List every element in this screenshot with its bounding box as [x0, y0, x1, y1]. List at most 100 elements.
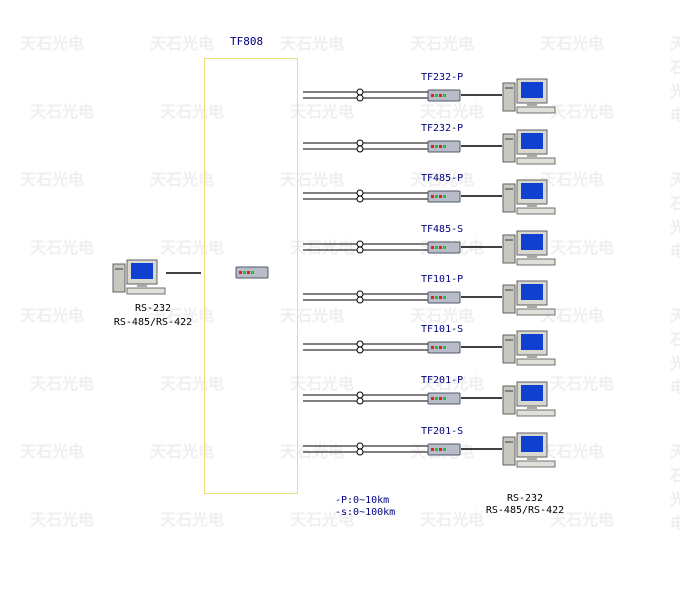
led-green	[443, 296, 446, 299]
led-red	[439, 346, 442, 349]
led-red	[239, 271, 242, 274]
computer-tower	[112, 263, 126, 293]
monitor-screen	[521, 284, 543, 300]
drive-bay	[505, 441, 513, 443]
remote-converter-icon	[427, 89, 461, 102]
drive-bay	[505, 138, 513, 140]
led-red	[439, 195, 442, 198]
link-label: TF232-P	[421, 72, 464, 83]
fiber-connector-icon	[356, 145, 364, 153]
computer-tower	[502, 284, 516, 314]
link-label: TF201-S	[421, 426, 464, 437]
drive-bay	[505, 289, 513, 291]
remote-computer-icon	[502, 129, 556, 165]
led-green	[443, 448, 446, 451]
led-green	[243, 271, 246, 274]
left-station-line2: RS-485/RS-422	[113, 317, 193, 328]
monitor-screen	[521, 183, 543, 199]
monitor-stand	[527, 154, 537, 157]
fiber-connector-icon	[356, 340, 364, 348]
led-green	[443, 145, 446, 148]
led-red	[439, 145, 442, 148]
led-green	[443, 94, 446, 97]
link-label: TF101-S	[421, 324, 464, 335]
right-station-label: RS-232 RS-485/RS-422	[480, 493, 570, 517]
fiber-connector-icon	[356, 391, 364, 399]
monitor-stand	[527, 255, 537, 258]
monitor-screen	[131, 263, 153, 279]
monitor-screen	[521, 385, 543, 401]
remote-computer-icon	[502, 432, 556, 468]
fiber-connector-icon	[356, 189, 364, 197]
monitor-screen	[521, 234, 543, 250]
led-red	[431, 397, 434, 400]
keyboard	[516, 460, 556, 468]
keyboard	[516, 409, 556, 417]
right-station-line2: RS-485/RS-422	[485, 505, 565, 516]
hub-title: TF808	[230, 35, 264, 48]
fiber-connector-icon	[356, 240, 364, 248]
led-red	[247, 271, 250, 274]
remote-converter-icon	[427, 190, 461, 203]
link-label: TF201-P	[421, 375, 464, 386]
remote-computer-icon	[502, 280, 556, 316]
keyboard	[516, 106, 556, 114]
led-red	[431, 346, 434, 349]
monitor-stand	[527, 204, 537, 207]
computer-tower	[502, 82, 516, 112]
led-green	[443, 397, 446, 400]
right-station-line1: RS-232	[506, 493, 544, 504]
left-station-line1: RS-232	[134, 303, 172, 314]
keyboard	[516, 308, 556, 316]
led-green	[435, 195, 438, 198]
legend-line2: -s:0~100km	[335, 507, 396, 518]
hub-enclosure	[204, 58, 298, 494]
keyboard	[126, 287, 166, 295]
led-red	[439, 448, 442, 451]
monitor-screen	[521, 334, 543, 350]
computer-tower	[502, 385, 516, 415]
computer-tower	[502, 234, 516, 264]
led-green	[435, 448, 438, 451]
led-red	[431, 145, 434, 148]
led-red	[439, 94, 442, 97]
led-green	[435, 397, 438, 400]
link-label: TF101-P	[421, 274, 464, 285]
diagram-graphics	[112, 78, 556, 468]
remote-computer-icon	[502, 179, 556, 215]
legend-line1: -P:0~10km	[335, 495, 390, 506]
monitor-stand	[527, 103, 537, 106]
link-label: TF485-P	[421, 173, 464, 184]
fiber-connector-icon	[356, 88, 364, 96]
diagram-canvas: 天石光电天石光电天石光电天石光电天石光电天石光电天石光电天石光电天石光电天石光电…	[20, 34, 680, 533]
drive-bay	[115, 268, 123, 270]
monitor-stand	[137, 284, 147, 287]
led-green	[435, 145, 438, 148]
monitor-screen	[521, 436, 543, 452]
drive-bay	[505, 339, 513, 341]
led-red	[439, 296, 442, 299]
left-station-label: RS-232 RS-485/RS-422	[108, 302, 198, 330]
monitor-stand	[527, 406, 537, 409]
computer-tower	[502, 436, 516, 466]
fiber-connector-icon	[356, 139, 364, 147]
drive-bay	[505, 188, 513, 190]
fiber-connector-icon	[356, 195, 364, 203]
monitor-stand	[527, 305, 537, 308]
led-green	[443, 195, 446, 198]
monitor-screen	[521, 133, 543, 149]
fiber-connector-icon	[356, 290, 364, 298]
led-red	[431, 296, 434, 299]
led-green	[435, 296, 438, 299]
computer-tower	[502, 183, 516, 213]
keyboard	[516, 258, 556, 266]
led-green	[443, 346, 446, 349]
left-computer-icon	[112, 259, 166, 295]
led-green	[251, 271, 254, 274]
led-red	[439, 246, 442, 249]
fiber-connector-icon	[356, 346, 364, 354]
led-green	[435, 346, 438, 349]
hub-device-icon	[235, 266, 269, 279]
remote-converter-icon	[427, 392, 461, 405]
led-red	[431, 94, 434, 97]
